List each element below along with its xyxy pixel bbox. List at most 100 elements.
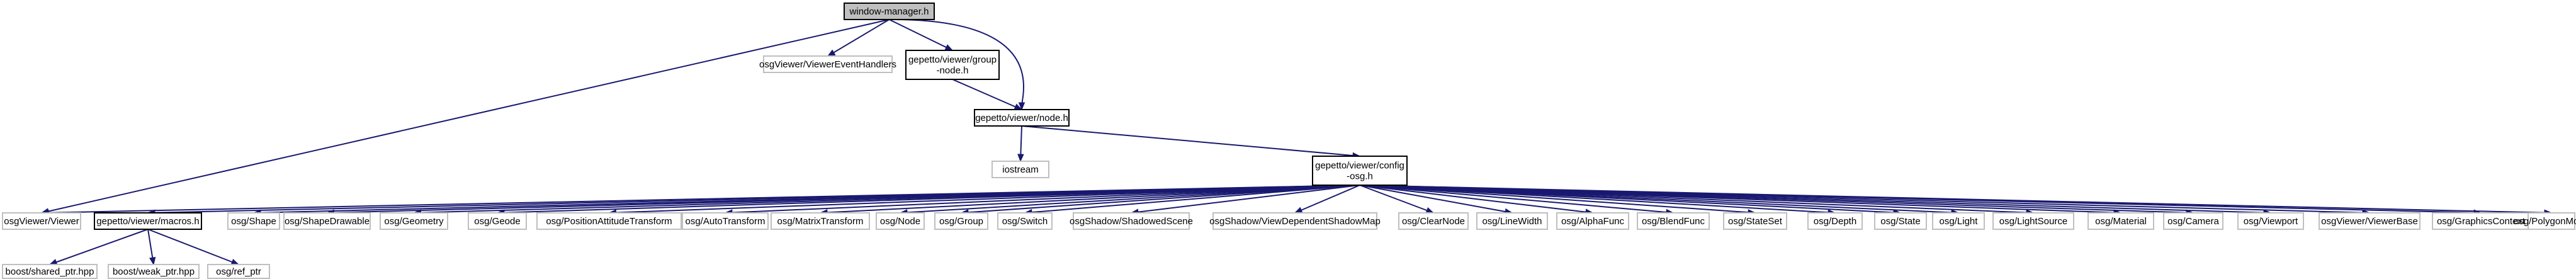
node-box [1556,212,1629,230]
node-label: osg/PolygonMode [2514,216,2576,227]
node-shape-drawable: osg/ShapeDrawable [283,212,371,230]
node-vdsm: osgShadow/ViewDependentShadowMap [1209,212,1381,230]
node-label: osg/AutoTransform [686,216,765,227]
node-geode: osg/Geode [468,212,527,230]
node-box [2,264,98,279]
node-state-set: osg/StateSet [1723,212,1787,230]
node-label: osg/LineWidth [1482,216,1542,227]
node-label: gepetto/viewer/config [1315,161,1404,171]
node-pat: osg/PositionAttitudeTransform [536,212,682,230]
node-box [844,3,935,20]
node-box [1312,156,1408,186]
node-box [1398,212,1469,230]
node-box [1932,212,1985,230]
node-label: osg/ShapeDrawable [285,216,370,227]
node-box [876,212,925,230]
node-node-h[interactable]: gepetto/viewer/node.h [974,109,1070,127]
node-label: osg/Shape [231,216,276,227]
node-box [108,264,200,279]
node-shared-ptr: boost/shared_ptr.hpp [2,264,98,279]
arrowhead [1017,154,1024,162]
node-polygon-mode: osg/PolygonMode [2514,212,2576,230]
node-label: osg/GraphicsContext [2437,216,2526,227]
node-light: osg/Light [1932,212,1985,230]
arrowhead [944,44,954,51]
node-viewport: osg/Viewport [2237,212,2304,230]
edge-macros-to-ref-ptr [147,229,240,265]
node-viewer-base: osgViewer/ViewerBase [2319,212,2421,230]
node-box [468,212,527,230]
node-label: osg/Node [880,216,920,227]
node-config-osg[interactable]: gepetto/viewer/config-osg.h [1312,156,1408,186]
node-ref-ptr: osg/ref_ptr [207,264,270,279]
node-state: osg/State [1874,212,1927,230]
node-box [2319,212,2421,230]
node-label: osgShadow/ShadowedScene [1070,216,1193,227]
arrowhead [1018,102,1025,111]
node-box [94,212,202,230]
node-box [1874,212,1927,230]
node-box [1723,212,1787,230]
arrowhead [1294,207,1303,214]
node-window-manager[interactable]: window-manager.h [844,3,935,20]
node-macros[interactable]: gepetto/viewer/macros.h [94,212,202,230]
node-alpha-func: osg/AlphaFunc [1556,212,1629,230]
node-box [1992,212,2074,230]
node-label: osg/BlendFunc [1642,216,1705,227]
node-auto-transform: osg/AutoTransform [682,212,769,230]
node-box [1212,212,1377,230]
node-light-source: osg/LightSource [1992,212,2074,230]
node-label: osg/State [1880,216,1920,227]
node-label: osg/Geometry [384,216,444,227]
node-label: boost/weak_ptr.hpp [113,266,195,277]
node-box [380,212,448,230]
node-label: osg/Material [2095,216,2147,227]
node-label: osgViewer/Viewer [4,216,79,227]
node-label: -node.h [937,65,969,76]
node-blend-func: osg/BlendFunc [1637,212,1710,230]
node-geometry: osg/Geometry [380,212,448,230]
node-camera: osg/Camera [2163,212,2223,230]
edge-node-h-to-config-osg [1021,125,1361,159]
edges-layer [40,18,2553,266]
node-iostream: iostream [991,161,1049,178]
node-box [2432,212,2530,230]
node-switch: osg/Switch [997,212,1053,230]
node-depth: osg/Depth [1807,212,1863,230]
node-label: osg/Switch [1002,216,1048,227]
node-shadowed-scene: osgShadow/ShadowedScene [1070,212,1193,230]
node-label: gepetto/viewer/macros.h [96,216,199,227]
node-label: osg/Depth [1814,216,1856,227]
node-box [682,212,769,230]
node-label: osg/PositionAttitudeTransform [546,216,672,227]
edge-window-manager-to-event-handlers [827,19,890,57]
edge-node-h-to-iostream [1017,125,1024,162]
node-box [227,212,280,230]
node-box [1476,212,1548,230]
node-label: osg/Viewport [2244,216,2298,227]
node-label: window-manager.h [849,6,929,17]
node-label: osg/AlphaFunc [1561,216,1625,227]
node-label: osgShadow/ViewDependentShadowMap [1209,216,1381,227]
edge-window-manager-to-osgviewer-viewer [40,19,890,215]
node-box [2,212,81,230]
arrowhead [827,49,836,57]
node-shape: osg/Shape [227,212,280,230]
node-box [763,55,893,73]
node-label: osg/ref_ptr [216,266,261,277]
node-box [2237,212,2304,230]
node-box [536,212,682,230]
node-box [771,212,870,230]
node-box [974,109,1070,127]
node-box [283,212,371,230]
arrowhead [149,256,156,266]
edge-macros-to-weak-ptr [147,229,156,266]
node-event-handlers: osgViewer/ViewerEventHandlers [759,55,896,73]
edge-window-manager-to-group-node [889,19,954,51]
node-box [2087,212,2154,230]
node-box [207,264,270,279]
node-label: osg/LightSource [1999,216,2067,227]
node-group-node[interactable]: gepetto/viewer/group-node.h [905,50,1000,80]
node-label: osgViewer/ViewerEventHandlers [759,59,896,70]
